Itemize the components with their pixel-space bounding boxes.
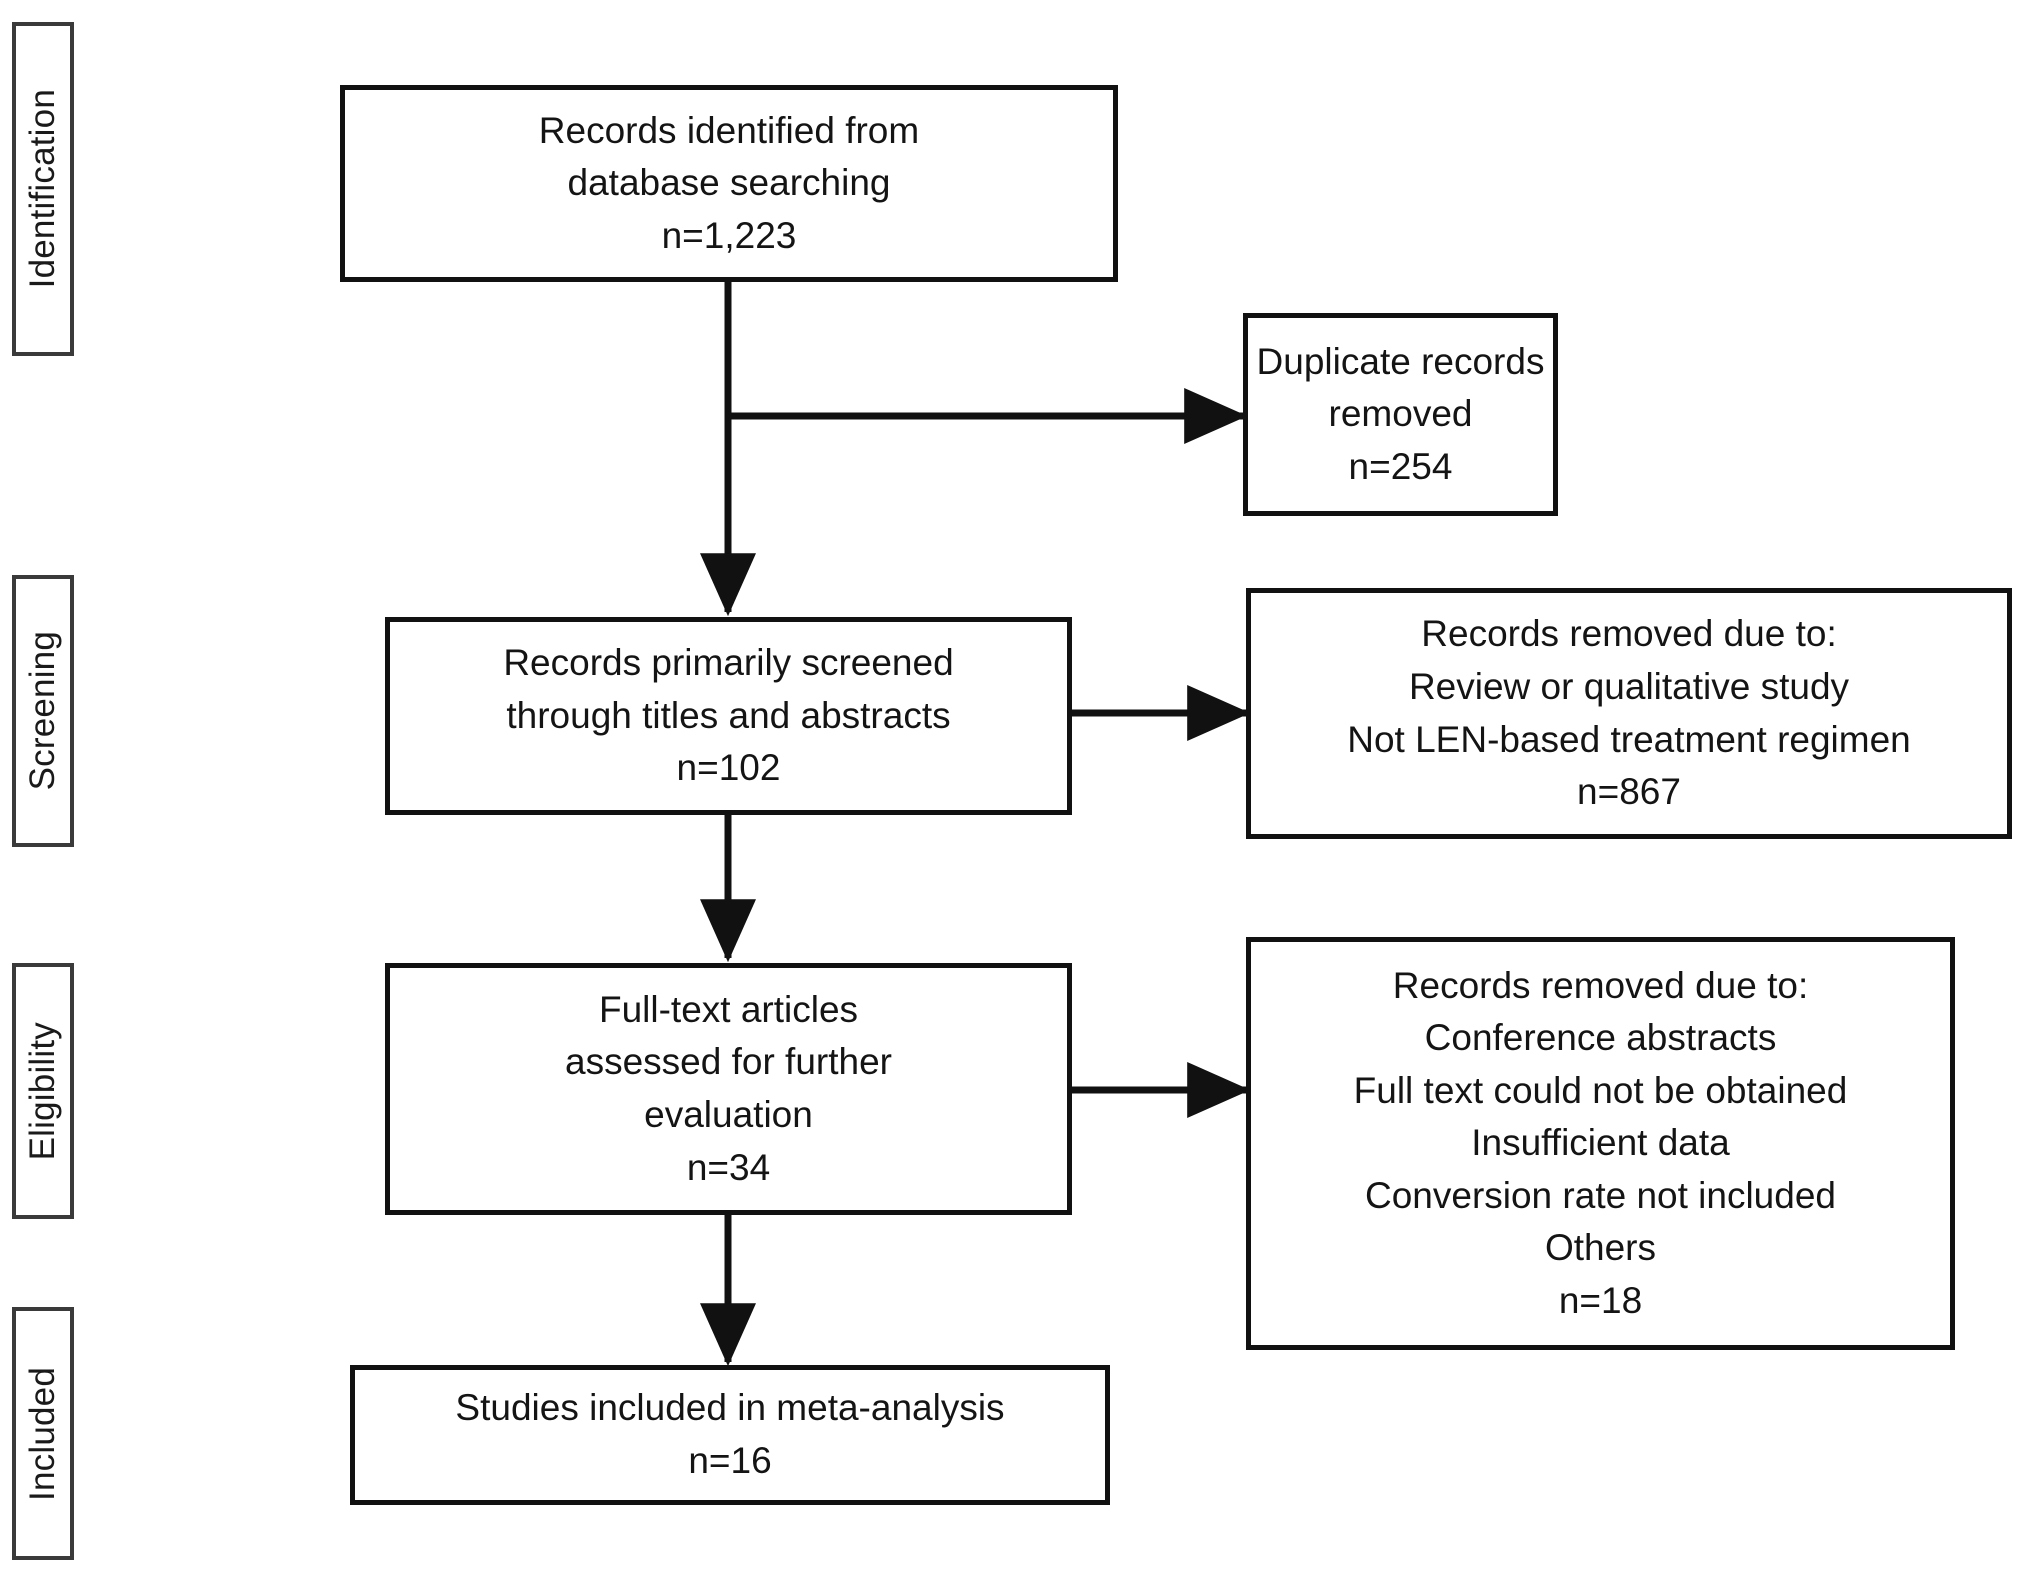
stage-box-included: Included bbox=[12, 1307, 74, 1560]
box-records-identified-line-1: Records identified from bbox=[538, 109, 920, 151]
box-eligibility-records-removed-line-2: Conference abstracts bbox=[1424, 1017, 1777, 1059]
box-records-screened: Records primarily screened through title… bbox=[385, 617, 1072, 815]
box-records-identified-line-2: database searching bbox=[567, 162, 891, 204]
box-screening-records-removed-line-1: Records removed due to: bbox=[1421, 613, 1837, 655]
box-records-screened-line-2: through titles and abstracts bbox=[506, 694, 951, 736]
box-duplicate-records-removed-count: n=254 bbox=[1348, 445, 1453, 487]
box-included-studies-line-1: Studies included in meta-analysis bbox=[455, 1387, 1005, 1429]
box-duplicate-records-removed-line-2: removed bbox=[1328, 393, 1473, 435]
box-records-screened-line-1: Records primarily screened bbox=[503, 642, 954, 684]
stage-label-included: Included bbox=[23, 1366, 62, 1501]
stage-box-eligibility: Eligibility bbox=[12, 963, 74, 1219]
box-eligibility-records-removed: Records removed due to: Conference abstr… bbox=[1246, 937, 1955, 1350]
stage-label-screening: Screening bbox=[23, 631, 62, 791]
box-duplicate-records-removed: Duplicate records removed n=254 bbox=[1243, 313, 1558, 516]
box-eligibility-records-removed-line-1: Records removed due to: bbox=[1392, 964, 1809, 1006]
box-eligibility-records-removed-line-6: Others bbox=[1544, 1227, 1657, 1269]
stage-label-identification: Identification bbox=[23, 89, 62, 289]
box-eligibility-records-removed-line-3: Full text could not be obtained bbox=[1353, 1069, 1848, 1111]
box-included-studies: Studies included in meta-analysis n=16 bbox=[350, 1365, 1110, 1505]
box-records-screened-count: n=102 bbox=[676, 747, 781, 789]
box-duplicate-records-removed-line-1: Duplicate records bbox=[1256, 340, 1545, 382]
box-fulltext-assessed-line-1: Full-text articles bbox=[598, 988, 859, 1030]
box-records-identified-count: n=1,223 bbox=[661, 214, 797, 256]
box-fulltext-assessed-line-3: evaluation bbox=[644, 1094, 813, 1135]
stage-box-identification: Identification bbox=[12, 22, 74, 356]
box-included-studies-count: n=16 bbox=[688, 1440, 772, 1481]
box-eligibility-records-removed-line-4: Insufficient data bbox=[1471, 1122, 1730, 1164]
box-eligibility-records-removed-count: n=18 bbox=[1558, 1279, 1643, 1321]
stage-label-eligibility: Eligibility bbox=[23, 1021, 62, 1161]
box-screening-records-removed-line-3: Not LEN-based treatment regimen bbox=[1347, 718, 1911, 760]
stage-box-screening: Screening bbox=[12, 575, 74, 847]
box-fulltext-assessed: Full-text articles assessed for further … bbox=[385, 963, 1072, 1215]
box-screening-records-removed-count: n=867 bbox=[1577, 771, 1681, 813]
box-records-identified: Records identified from database searchi… bbox=[340, 85, 1118, 282]
box-fulltext-assessed-line-2: assessed for further bbox=[565, 1041, 892, 1083]
box-fulltext-assessed-count: n=34 bbox=[686, 1146, 771, 1188]
box-screening-records-removed-line-2: Review or qualitative study bbox=[1408, 665, 1850, 707]
box-screening-records-removed: Records removed due to: Review or qualit… bbox=[1246, 588, 2012, 839]
box-eligibility-records-removed-line-5: Conversion rate not included bbox=[1364, 1174, 1836, 1216]
